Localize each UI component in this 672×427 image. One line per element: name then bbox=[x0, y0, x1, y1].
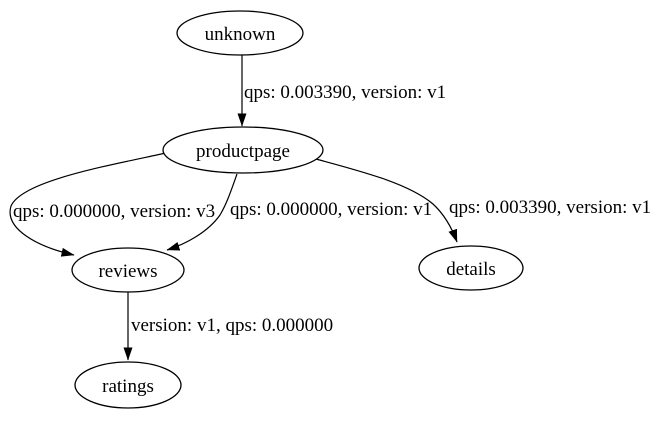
node-unknown-label: unknown bbox=[205, 24, 276, 45]
edge-unknown-productpage-label: qps: 0.003390, version: v1 bbox=[244, 82, 446, 103]
edge-productpage-details bbox=[315, 158, 458, 243]
node-details-ellipse bbox=[418, 245, 524, 291]
node-productpage-ellipse bbox=[162, 126, 324, 174]
edge-reviews-ratings-label: version: v1, qps: 0.000000 bbox=[131, 315, 333, 336]
edge-productpage-details-label: qps: 0.003390, version: v1 bbox=[449, 197, 651, 218]
edge-productpage-reviews-v1 bbox=[166, 173, 238, 251]
node-unknown-ellipse bbox=[176, 10, 304, 56]
node-reviews: reviews bbox=[71, 247, 185, 293]
node-productpage: productpage bbox=[162, 126, 324, 174]
node-details-label: details bbox=[446, 259, 496, 280]
node-reviews-label: reviews bbox=[98, 261, 157, 282]
node-details: details bbox=[418, 245, 524, 291]
node-unknown: unknown bbox=[176, 10, 304, 56]
edge-productpage-reviews-v3 bbox=[9, 152, 167, 257]
edge-productpage-reviews-v3-label: qps: 0.000000, version: v3 bbox=[13, 201, 215, 222]
nodes-layer: unknown productpage reviews details rati… bbox=[71, 10, 524, 409]
node-ratings-label: ratings bbox=[102, 376, 154, 397]
node-ratings: ratings bbox=[74, 361, 182, 409]
node-productpage-label: productpage bbox=[196, 141, 290, 162]
node-ratings-ellipse bbox=[74, 361, 182, 409]
edge-productpage-reviews-v1-label: qps: 0.000000, version: v1 bbox=[230, 199, 432, 220]
edges-layer: qps: 0.003390, version: v1 qps: 0.000000… bbox=[9, 55, 651, 361]
node-reviews-ellipse bbox=[71, 247, 185, 293]
